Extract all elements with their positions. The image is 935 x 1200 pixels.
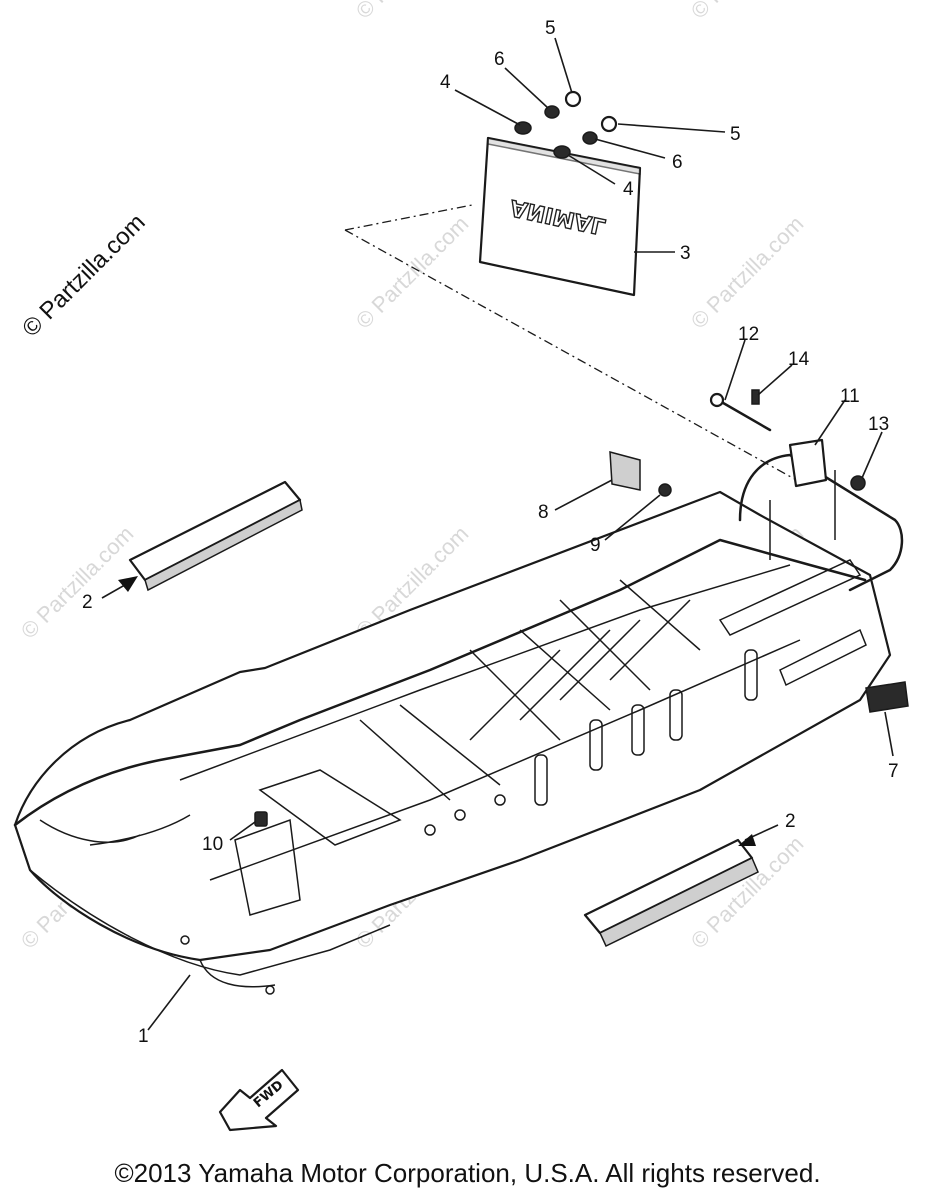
callout-5-right: 5: [730, 124, 741, 145]
callout-3: 3: [680, 243, 691, 264]
sticker-part-2-left: [128, 480, 303, 592]
callout-4-top: 4: [440, 72, 451, 93]
callout-5-top: 5: [545, 18, 556, 39]
callout-1: 1: [138, 1026, 149, 1047]
bracket-part-8: [609, 451, 641, 491]
sticker-part-2-right: [583, 838, 759, 948]
copyright-notice: ©2013 Yamaha Motor Corporation, U.S.A. A…: [114, 1158, 821, 1188]
forward-arrow: FWD: [218, 1068, 300, 1132]
callout-7: 7: [888, 761, 899, 782]
bracket-part-11: [788, 438, 828, 488]
callout-6-right: 6: [672, 152, 683, 173]
callout-2-left: 2: [82, 592, 93, 613]
clip-part-7: [865, 681, 909, 713]
callout-10: 10: [202, 834, 223, 855]
callout-2-right: 2: [785, 811, 796, 832]
callout-12: 12: [738, 324, 759, 345]
pin-part-14: [751, 389, 760, 405]
callout-13: 13: [868, 414, 889, 435]
watermark-main: © Partzilla.com: [17, 209, 150, 342]
nameplate-part-3: ANIMAL: [478, 136, 642, 297]
leader-lines: [101, 37, 894, 1031]
plate-hardware: [514, 90, 618, 159]
callout-numbers: 1 2 2 3 4 4 5 5 6 6 7 8 9 10 11 12 13 14: [82, 18, 899, 1047]
callout-8: 8: [538, 502, 549, 523]
guide-line-plate: [344, 204, 473, 231]
nut-part-13: [850, 475, 866, 491]
watermark-text: © Partzilla.com: [351, 211, 474, 334]
watermark-text: © Partzilla.com: [686, 0, 809, 24]
guide-line-plate-to-frame: [344, 229, 801, 483]
part-10: [254, 811, 268, 827]
watermark-text: © Partzilla.com: [686, 211, 809, 334]
callout-11: 11: [840, 386, 860, 407]
callout-6-top: 6: [494, 49, 505, 70]
callout-14: 14: [788, 349, 810, 370]
watermark-text: © Partzilla.com: [351, 0, 474, 24]
nut-part-9: [658, 483, 672, 497]
frame-part-1: [13, 453, 904, 995]
callout-4-bottom: 4: [623, 179, 634, 200]
bolt-part-12: [716, 398, 772, 432]
callout-9: 9: [590, 535, 601, 556]
